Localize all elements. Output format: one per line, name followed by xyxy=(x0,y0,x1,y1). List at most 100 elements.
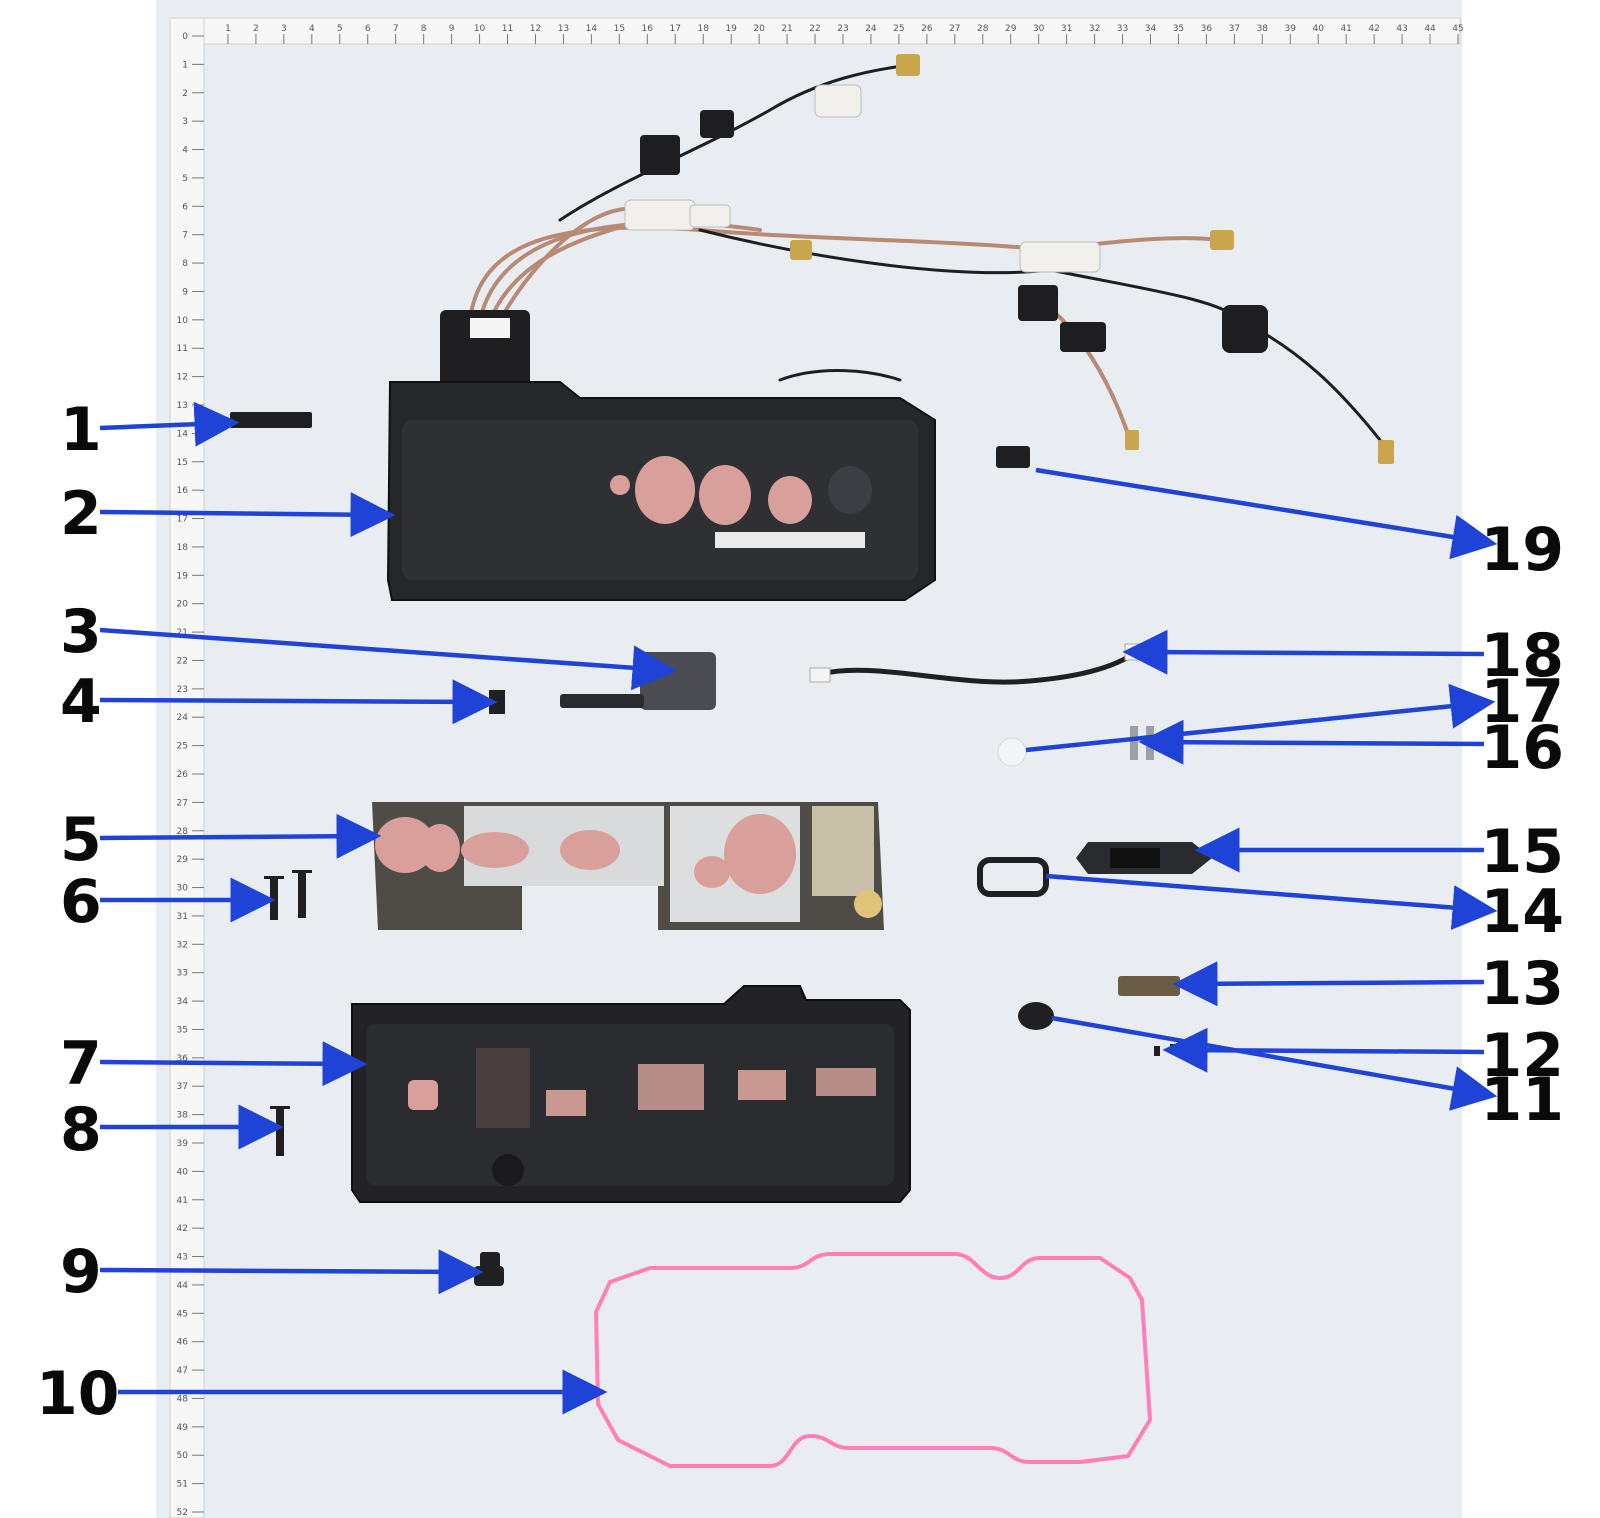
left-ruler-label: 6 xyxy=(182,202,188,212)
part-19-pad xyxy=(996,446,1030,468)
callout-7: 7 xyxy=(60,1029,102,1099)
top-ruler-label: 45 xyxy=(1452,24,1463,34)
callout-4: 4 xyxy=(60,667,102,737)
callout-15: 15 xyxy=(1481,817,1565,887)
top-ruler-label: 31 xyxy=(1061,24,1072,34)
top-ruler-label: 42 xyxy=(1368,24,1379,34)
callout-9: 9 xyxy=(60,1237,102,1307)
top-ruler-label: 43 xyxy=(1396,24,1407,34)
arrow-7 xyxy=(99,1041,368,1087)
part-18-end-a xyxy=(809,667,831,683)
arrow-14 xyxy=(1045,873,1498,930)
top-ruler-label: 28 xyxy=(977,24,989,34)
left-ruler-label: 52 xyxy=(177,1508,188,1518)
left-ruler-label: 13 xyxy=(177,401,188,411)
left-ruler-label: 42 xyxy=(177,1224,188,1234)
arrow-9 xyxy=(99,1249,484,1295)
part-17-disc xyxy=(997,737,1027,767)
top-ruler-label: 7 xyxy=(393,24,399,34)
top-ruler-label: 3 xyxy=(281,24,287,34)
left-ruler-label: 24 xyxy=(177,713,189,723)
arrow-12 xyxy=(1162,1027,1485,1073)
left-ruler-label: 33 xyxy=(177,969,188,979)
callout-17: 17 xyxy=(1481,667,1565,737)
callout-19: 19 xyxy=(1481,515,1565,585)
left-ruler-label: 16 xyxy=(177,486,189,496)
left-ruler-label: 14 xyxy=(177,429,189,439)
arrow-5 xyxy=(99,813,382,859)
callout-14: 14 xyxy=(1481,877,1565,947)
top-ruler-label: 33 xyxy=(1117,24,1128,34)
left-ruler-label: 47 xyxy=(177,1366,188,1376)
left-ruler-label: 37 xyxy=(177,1082,188,1092)
arrow-18 xyxy=(1122,629,1485,675)
top-ruler-label: 21 xyxy=(781,24,792,34)
left-ruler-label: 49 xyxy=(177,1423,189,1433)
arrow-11 xyxy=(1051,1015,1498,1111)
top-ruler-label: 2 xyxy=(253,24,259,34)
left-ruler-label: 48 xyxy=(177,1394,189,1404)
left-ruler-label: 3 xyxy=(182,117,188,127)
top-ruler: 0123456789101112131415161718192021222324… xyxy=(197,17,1464,45)
arrow-2 xyxy=(99,492,396,538)
callout-8: 8 xyxy=(60,1095,102,1165)
left-ruler-label: 43 xyxy=(177,1253,188,1263)
top-ruler-label: 39 xyxy=(1285,24,1297,34)
callout-2: 2 xyxy=(60,479,102,549)
part-13-small-board xyxy=(1118,976,1180,996)
left-ruler-label: 35 xyxy=(177,1025,188,1035)
top-ruler-label: 9 xyxy=(449,24,455,34)
top-ruler-label: 26 xyxy=(921,24,933,34)
top-ruler-label: 25 xyxy=(893,24,904,34)
top-ruler-label: 11 xyxy=(502,24,513,34)
left-ruler-label: 38 xyxy=(177,1111,189,1121)
top-ruler-label: 13 xyxy=(558,24,569,34)
part-7-lower-housing xyxy=(351,985,911,1203)
left-ruler-label: 2 xyxy=(182,89,188,99)
left-ruler-label: 7 xyxy=(182,231,188,241)
left-ruler-label: 50 xyxy=(177,1451,189,1461)
top-ruler-label: 18 xyxy=(697,24,709,34)
top-ruler-label: 5 xyxy=(337,24,343,34)
top-ruler-label: 17 xyxy=(670,24,681,34)
left-ruler-label: 39 xyxy=(177,1139,189,1149)
callout-3: 3 xyxy=(60,597,102,667)
left-ruler-label: 44 xyxy=(177,1281,189,1291)
callout-13: 13 xyxy=(1481,949,1565,1019)
top-ruler-label: 23 xyxy=(837,24,848,34)
left-ruler-label: 11 xyxy=(177,344,188,354)
left-ruler-label: 45 xyxy=(177,1309,188,1319)
part-11-grommet xyxy=(1018,1002,1054,1030)
callout-arrows xyxy=(99,401,1498,1415)
callout-5: 5 xyxy=(60,805,102,875)
top-ruler-label: 20 xyxy=(753,24,765,34)
callout-18: 18 xyxy=(1481,621,1565,691)
callout-labels: 1 2 3 4 5 6 7 8 9 10 11 12 13 14 15 16 1… xyxy=(36,395,1564,1429)
left-ruler-label: 36 xyxy=(177,1054,189,1064)
top-ruler-label: 38 xyxy=(1257,24,1269,34)
top-ruler-label: 29 xyxy=(1005,24,1017,34)
left-ruler-label: 26 xyxy=(177,770,189,780)
left-ruler-label: 32 xyxy=(177,940,188,950)
top-ruler-label: 10 xyxy=(474,24,486,34)
top-ruler-label: 12 xyxy=(530,24,541,34)
arrow-13 xyxy=(1172,961,1485,1007)
top-ruler-label: 24 xyxy=(865,24,877,34)
left-ruler-label: 29 xyxy=(177,855,189,865)
photo-background xyxy=(156,0,1462,1518)
left-ruler-label: 5 xyxy=(182,174,188,184)
left-ruler-label: 17 xyxy=(177,515,188,525)
left-ruler-label: 28 xyxy=(177,827,189,837)
top-ruler-label: 4 xyxy=(309,24,315,34)
left-ruler-label: 21 xyxy=(177,628,188,638)
arrow-1 xyxy=(99,401,240,447)
callout-12: 12 xyxy=(1481,1021,1565,1091)
callout-10: 10 xyxy=(36,1359,120,1429)
left-ruler-label: 23 xyxy=(177,685,188,695)
top-ruler-label: 36 xyxy=(1201,24,1213,34)
part-15-port xyxy=(1076,842,1212,874)
arrow-17 xyxy=(1025,683,1496,753)
left-ruler: 0123456789101112131415161718192021222324… xyxy=(169,17,205,1518)
left-ruler-label: 10 xyxy=(177,316,189,326)
upper-housing xyxy=(386,310,936,601)
